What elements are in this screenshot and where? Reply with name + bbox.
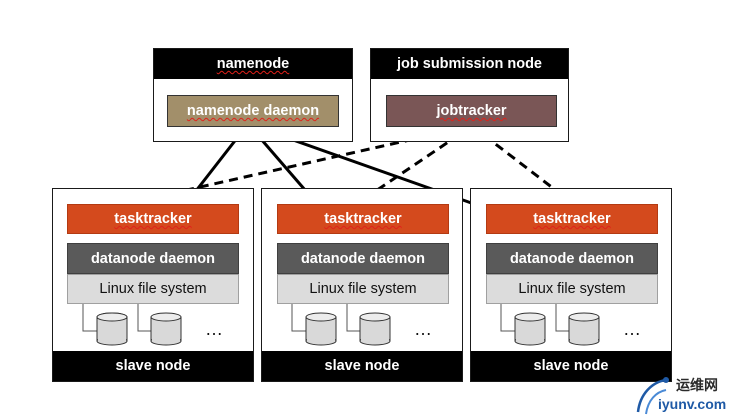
disk-icon xyxy=(359,312,391,346)
linux-file-system-1-label: Linux file system xyxy=(99,281,207,297)
watermark: 运维网 iyunv.com xyxy=(632,372,736,418)
slave-node-3: tasktracker datanode daemon Linux file s… xyxy=(470,188,672,382)
linux-file-system-2-label: Linux file system xyxy=(309,281,417,297)
slave-node-2-footer: slave node xyxy=(262,351,462,381)
datanode-daemon-2: datanode daemon xyxy=(277,243,449,274)
more-disks-2: … xyxy=(414,319,433,339)
slave-node-1-footer-text: slave node xyxy=(115,358,191,374)
tasktracker-1-label: tasktracker xyxy=(114,211,192,227)
slave-node-1-footer: slave node xyxy=(53,351,253,381)
disks-2 xyxy=(291,304,391,346)
job-submission-node-box: job submission node jobtracker xyxy=(370,48,569,142)
namenode-daemon-label: namenode daemon xyxy=(186,103,320,119)
slave-node-2: tasktracker datanode daemon Linux file s… xyxy=(261,188,463,382)
namenode-title-text: namenode xyxy=(216,56,290,72)
watermark-domain: iyunv.com xyxy=(658,396,727,412)
disk-icon xyxy=(514,312,546,346)
disk-icon xyxy=(96,312,128,346)
disk-icon xyxy=(568,312,600,346)
namenode-daemon: namenode daemon xyxy=(167,95,339,127)
namenode-title: namenode xyxy=(154,49,352,79)
linux-file-system-2: Linux file system xyxy=(277,274,449,304)
disk-icon xyxy=(305,312,337,346)
more-disks-1: … xyxy=(205,319,224,339)
more-disks-3: … xyxy=(623,319,642,339)
job-submission-title-text: job submission node xyxy=(396,56,542,72)
slave-node-3-footer-text: slave node xyxy=(533,358,609,374)
tasktracker-3-label: tasktracker xyxy=(533,211,611,227)
linux-file-system-3-label: Linux file system xyxy=(518,281,626,297)
linux-file-system-1: Linux file system xyxy=(67,274,239,304)
linux-file-system-3: Linux file system xyxy=(486,274,658,304)
slave-node-1: tasktracker datanode daemon Linux file s… xyxy=(52,188,254,382)
tasktracker-1: tasktracker xyxy=(67,204,239,234)
slave-node-3-footer: slave node xyxy=(471,351,671,381)
datanode-daemon-1: datanode daemon xyxy=(67,243,239,274)
namenode-box: namenode namenode daemon xyxy=(153,48,353,142)
slave-node-2-footer-text: slave node xyxy=(324,358,400,374)
tasktracker-2-label: tasktracker xyxy=(324,211,402,227)
disks-1 xyxy=(82,304,182,346)
jobtracker-label: jobtracker xyxy=(436,103,507,119)
watermark-logo-icon xyxy=(636,377,669,415)
job-submission-title: job submission node xyxy=(371,49,568,79)
watermark-site-name: 运维网 xyxy=(676,378,718,394)
disk-icon xyxy=(150,312,182,346)
disks-3 xyxy=(500,304,600,346)
datanode-daemon-3-label: datanode daemon xyxy=(509,250,635,267)
tasktracker-2: tasktracker xyxy=(277,204,449,234)
datanode-daemon-1-label: datanode daemon xyxy=(90,250,216,267)
jobtracker: jobtracker xyxy=(386,95,557,127)
tasktracker-3: tasktracker xyxy=(486,204,658,234)
datanode-daemon-3: datanode daemon xyxy=(486,243,658,274)
datanode-daemon-2-label: datanode daemon xyxy=(300,250,426,267)
